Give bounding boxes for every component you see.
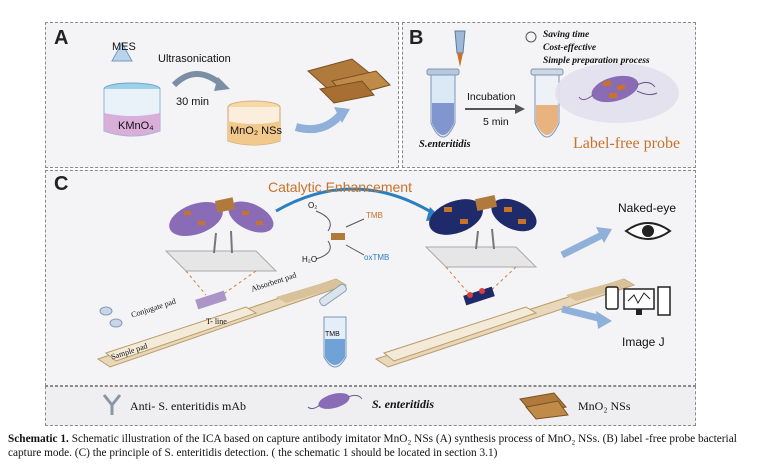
kmno4-beaker-icon <box>103 82 161 137</box>
figure-caption: Schematic 1. Schematic illustration of t… <box>8 432 763 460</box>
h2o-label: H₂O <box>302 255 318 264</box>
benefits-list: Saving time Cost-effective Simple prepar… <box>543 29 650 68</box>
eye-icon <box>624 222 672 240</box>
tmb-label: TMB <box>366 211 383 220</box>
naked-eye-label: Naked-eye <box>618 201 677 215</box>
ultrasonication-arrow-icon <box>171 71 224 88</box>
pipette-icon <box>454 30 466 54</box>
sample-droplets-icon <box>99 306 123 328</box>
panel-a-illustration <box>103 41 391 146</box>
oxtmb-label: oxTMB <box>364 253 390 262</box>
benefit-cost-effective: Cost-effective <box>543 43 597 53</box>
bacteria-capture-right <box>424 195 538 268</box>
time-label: 30 min <box>176 96 210 108</box>
benefit-saving-time: Saving time <box>543 30 590 40</box>
incubation-label: Incubation <box>467 91 516 103</box>
catalytic-enhancement-label: Catalytic Enhancement <box>268 179 412 195</box>
phone-icon <box>605 286 619 310</box>
panel-b-label: B <box>409 27 424 49</box>
caption-text: Schematic illustration of the ICA based … <box>8 433 737 459</box>
legend: Anti- S. enteritidis mAb S. enteritidis … <box>45 386 696 426</box>
stopwatch-icon <box>525 31 537 43</box>
panel-c: C <box>45 170 696 386</box>
o2-label: O₂ <box>308 201 318 210</box>
caption-label: Schematic 1. <box>8 433 69 445</box>
catalytic-arrow-icon <box>275 187 437 217</box>
tmb-tube-icon <box>319 283 347 368</box>
computer-tower-icon <box>657 286 671 316</box>
legend-antibody-label: Anti- S. enteritidis mAb <box>130 399 246 413</box>
panel-b: B Saving time Co <box>402 22 696 168</box>
legend-nanosheets-label: MnO₂ NSs <box>578 399 631 413</box>
mno2-beaker-icon <box>227 100 281 146</box>
bacteria-legend-icon <box>307 393 363 410</box>
bacteria-tube-icon <box>426 68 460 138</box>
probe-tube-icon <box>530 68 564 138</box>
antibody-icon <box>102 394 122 415</box>
nanosheets-legend-icon <box>519 392 569 420</box>
incubation-time-label: 5 min <box>483 116 509 128</box>
mno2-nanosheets-icon <box>306 58 391 104</box>
bacterium-with-sheets-icon <box>578 75 658 103</box>
monitor-icon <box>623 288 655 315</box>
naked-eye-arrow-icon <box>560 231 604 259</box>
benefit-simple-process: Simple preparation process <box>543 56 650 66</box>
t-line-label: T- line <box>206 317 227 326</box>
bacteria-capture-left <box>164 197 278 272</box>
ultrasonication-label: Ultrasonication <box>158 53 231 65</box>
panel-a-label: A <box>54 27 69 49</box>
bacteria-label: S.enteritidis <box>419 139 471 150</box>
mno2-label: MnO₂ NSs <box>230 125 282 137</box>
product-arrow-icon <box>294 110 346 134</box>
panel-c-label: C <box>54 173 69 195</box>
panel-c-illustration <box>96 187 672 368</box>
legend-icons <box>102 392 569 420</box>
panel-b-illustration <box>426 30 679 138</box>
mes-label: MES <box>112 41 136 53</box>
legend-bacteria-label: S. enteritidis <box>372 397 435 411</box>
tube-tmb-label: TMB <box>325 331 340 338</box>
t-line-bacteria-icon <box>463 286 495 306</box>
mes-droplet-icon <box>111 41 133 62</box>
image-j-label: Image J <box>622 335 665 349</box>
label-free-probe-label: Label-free probe <box>573 135 681 152</box>
lateral-flow-strip-left <box>96 278 348 368</box>
panel-a: A MES Ultrasonication 30 min KMnO₄ M <box>45 22 399 168</box>
catalyst-sheet-icon <box>331 233 345 240</box>
lateral-flow-strip-right <box>374 278 636 368</box>
kmno4-label: KMnO₄ <box>118 120 154 132</box>
image-j-arrow-icon <box>561 305 603 323</box>
